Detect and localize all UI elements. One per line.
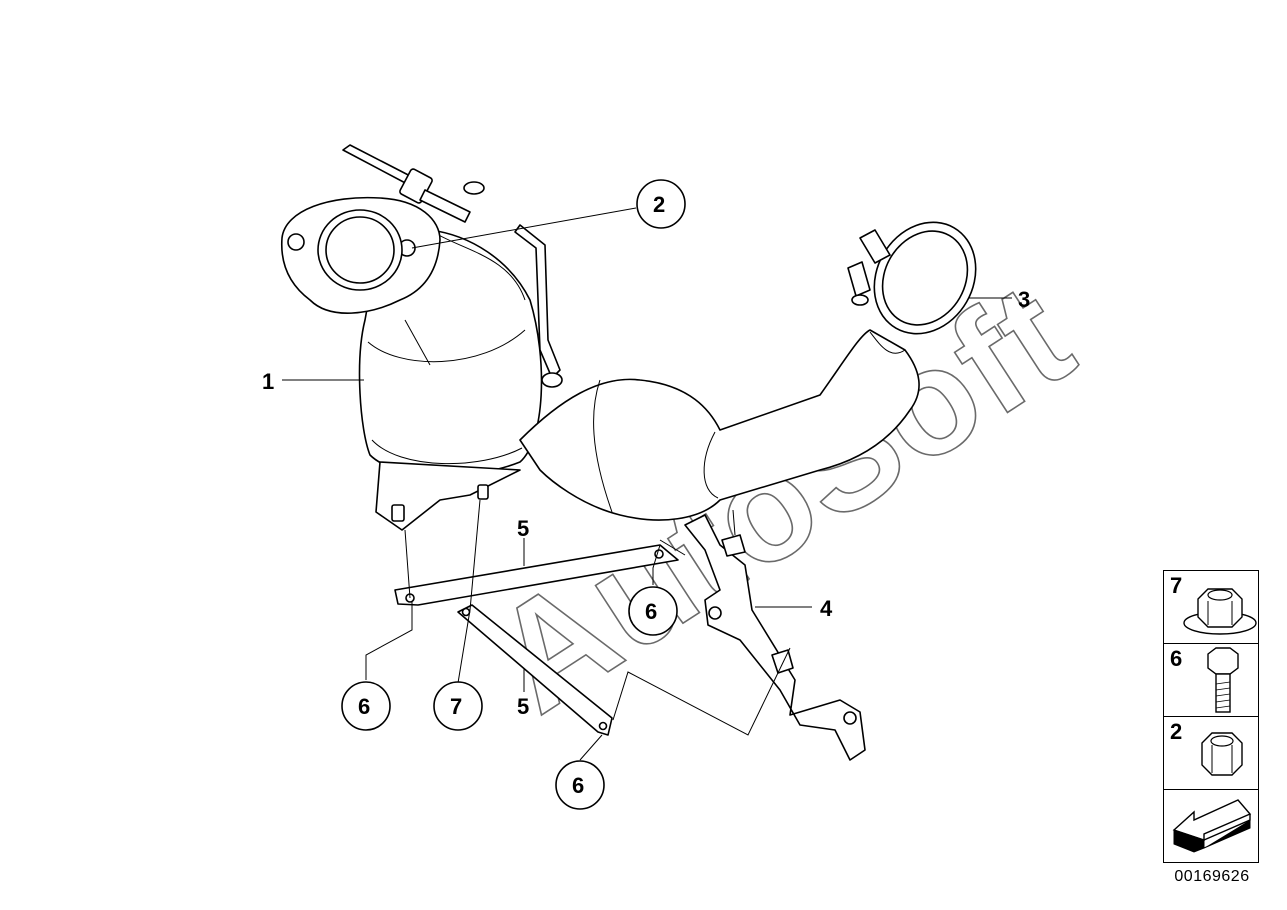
mid-pipe	[519, 329, 920, 521]
callout-5-lower: 5	[517, 694, 529, 719]
legend-number: 6	[1170, 646, 1183, 671]
hex-bolt-icon	[1207, 647, 1239, 713]
legend-item-hex-nut: 2	[1164, 717, 1258, 790]
inlet-flange	[280, 196, 441, 314]
callout-6-right: 6	[645, 599, 657, 624]
callout-5-upper: 5	[517, 516, 529, 541]
callout-2: 2	[653, 192, 665, 217]
sensor-tube	[514, 224, 563, 388]
callout-3: 3	[1018, 287, 1030, 312]
callout-7: 7	[450, 694, 462, 719]
direction-arrow-icon	[1172, 799, 1252, 853]
legend-number: 2	[1170, 719, 1183, 744]
legend-number: 7	[1170, 573, 1183, 598]
diagram-reference-code: 00169626	[1174, 868, 1250, 885]
mounting-studs	[391, 484, 489, 522]
legend-item-flange-nut: 7	[1164, 571, 1258, 644]
callout-circles	[341, 179, 686, 810]
pipe-clamp	[847, 221, 977, 335]
hex-nut-icon	[1201, 732, 1243, 776]
callout-1: 1	[262, 369, 274, 394]
legend-item-hex-bolt: 6	[1164, 644, 1258, 717]
sensor-rod	[342, 144, 485, 223]
support-strap-upper	[394, 544, 679, 606]
support-bracket	[684, 514, 866, 761]
leader-lines	[282, 207, 1012, 761]
callout-6-left: 6	[358, 694, 370, 719]
callout-4: 4	[820, 596, 833, 621]
callout-6-bottom: 6	[572, 773, 584, 798]
flange-nut-icon	[1183, 588, 1257, 635]
legend-item-direction-arrow	[1164, 790, 1258, 863]
hardware-legend: 7 6 2	[1163, 570, 1259, 863]
